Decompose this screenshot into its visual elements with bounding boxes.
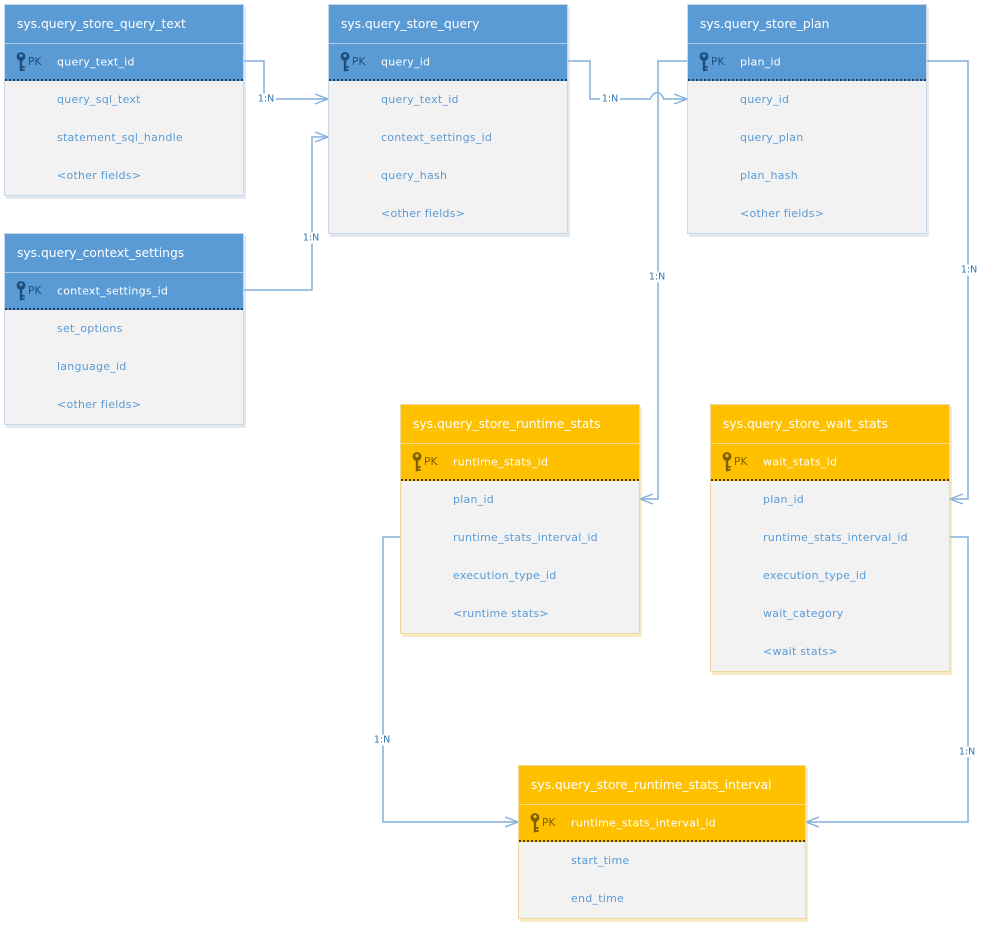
- primary-key-row: PK runtime_stats_id: [401, 443, 639, 481]
- pk-field-name: runtime_stats_id: [453, 455, 549, 468]
- entity-sys-query-store-wait-stats[interactable]: sys.query_store_wait_stats PK wait_stats…: [710, 404, 950, 672]
- entity-title: sys.query_store_runtime_stats: [401, 405, 639, 443]
- primary-key-row: PK context_settings_id: [5, 272, 243, 310]
- entity-title: sys.query_store_runtime_stats_interval: [519, 766, 805, 804]
- entity-sys-query-store-query-text[interactable]: sys.query_store_query_text PK query_text…: [4, 4, 244, 196]
- pk-label: PK: [424, 455, 438, 468]
- field-row: query_id: [740, 93, 790, 106]
- field-row: context_settings_id: [381, 131, 493, 144]
- arrowhead-icon: [504, 816, 520, 828]
- pk-field-name: query_text_id: [57, 55, 135, 68]
- field-row: <runtime stats>: [453, 607, 549, 620]
- entity-title: sys.query_context_settings: [5, 234, 243, 272]
- field-list: query_sql_text statement_sql_handle <other…: [5, 81, 243, 195]
- field-row: set_options: [57, 322, 123, 335]
- connector-line: [568, 60, 687, 100]
- connector-line: [244, 136, 328, 291]
- field-row: plan_id: [453, 493, 495, 506]
- field-row: wait_category: [763, 607, 844, 620]
- pk-field-name: query_id: [381, 55, 431, 68]
- field-list: set_options language_id <other fields>: [5, 310, 243, 424]
- primary-key-row: PK wait_stats_id: [711, 443, 949, 481]
- pk-field-name: plan_id: [740, 55, 782, 68]
- pk-label: PK: [542, 816, 556, 829]
- field-row: runtime_stats_interval_id: [763, 531, 908, 544]
- key-icon: [699, 51, 709, 71]
- key-icon: [16, 280, 26, 300]
- cardinality-label: 1:N: [300, 232, 322, 244]
- key-icon: [412, 451, 422, 471]
- entity-title: sys.query_store_query_text: [5, 5, 243, 43]
- entity-sys-query-store-query[interactable]: sys.query_store_query PK query_id query_…: [328, 4, 568, 234]
- arrowhead-icon: [804, 816, 820, 828]
- field-row: language_id: [57, 360, 127, 373]
- key-icon: [340, 51, 350, 71]
- pk-label: PK: [352, 55, 366, 68]
- field-row: query_hash: [381, 169, 448, 182]
- field-row: plan_hash: [740, 169, 798, 182]
- field-row: runtime_stats_interval_id: [453, 531, 598, 544]
- field-list: plan_id runtime_stats_interval_id executio…: [711, 481, 949, 671]
- arrowhead-icon: [673, 93, 689, 105]
- key-icon: [722, 451, 732, 471]
- field-row: <wait stats>: [763, 645, 838, 658]
- cardinality-label: 1:N: [371, 734, 393, 746]
- arrowhead-icon: [314, 131, 330, 143]
- field-row: <other fields>: [57, 169, 142, 182]
- cardinality-label: 1:N: [646, 271, 668, 283]
- entity-title: sys.query_store_wait_stats: [711, 405, 949, 443]
- field-list: query_id query_plan plan_hash <other fields…: [688, 81, 926, 233]
- cardinality-label: 1:N: [599, 93, 621, 105]
- key-icon: [530, 812, 540, 832]
- entity-sys-query-store-runtime-stats-interval[interactable]: sys.query_store_runtime_stats_interval P…: [518, 765, 806, 919]
- field-row: query_plan: [740, 131, 804, 144]
- arrowhead-icon: [314, 93, 330, 105]
- primary-key-row: PK plan_id: [688, 43, 926, 81]
- pk-label: PK: [28, 55, 42, 68]
- field-list: plan_id runtime_stats_interval_id executio…: [401, 481, 639, 633]
- entity-sys-query-store-runtime-stats[interactable]: sys.query_store_runtime_stats PK runtime…: [400, 404, 640, 634]
- primary-key-row: PK runtime_stats_interval_id: [519, 804, 805, 842]
- entity-sys-query-context-settings[interactable]: sys.query_context_settings PK context_se…: [4, 233, 244, 425]
- cardinality-label: 1:N: [956, 746, 978, 758]
- primary-key-row: PK query_id: [329, 43, 567, 81]
- primary-key-row: PK query_text_id: [5, 43, 243, 81]
- field-row: <other fields>: [381, 207, 466, 220]
- arrowhead-icon: [638, 493, 654, 505]
- pk-field-name: context_settings_id: [57, 284, 169, 297]
- entity-title: sys.query_store_query: [329, 5, 567, 43]
- field-row: statement_sql_handle: [57, 131, 183, 144]
- field-row: <other fields>: [740, 207, 825, 220]
- pk-field-name: wait_stats_id: [763, 455, 838, 468]
- field-list: query_text_id context_settings_id query_ha…: [329, 81, 567, 233]
- pk-label: PK: [734, 455, 748, 468]
- field-row: query_text_id: [381, 93, 459, 106]
- pk-field-name: runtime_stats_interval_id: [571, 816, 716, 829]
- field-list: start_time end_time: [519, 842, 805, 918]
- cardinality-label: 1:N: [958, 264, 980, 276]
- entity-title: sys.query_store_plan: [688, 5, 926, 43]
- cardinality-label: 1:N: [255, 93, 277, 105]
- field-row: start_time: [571, 854, 630, 867]
- key-icon: [16, 51, 26, 71]
- field-row: end_time: [571, 892, 625, 905]
- arrowhead-icon: [948, 493, 964, 505]
- field-row: execution_type_id: [763, 569, 867, 582]
- field-row: plan_id: [763, 493, 805, 506]
- pk-label: PK: [28, 284, 42, 297]
- entity-sys-query-store-plan[interactable]: sys.query_store_plan PK plan_id query_id…: [687, 4, 927, 234]
- field-row: query_sql_text: [57, 93, 141, 106]
- field-row: execution_type_id: [453, 569, 557, 582]
- pk-label: PK: [711, 55, 725, 68]
- field-row: <other fields>: [57, 398, 142, 411]
